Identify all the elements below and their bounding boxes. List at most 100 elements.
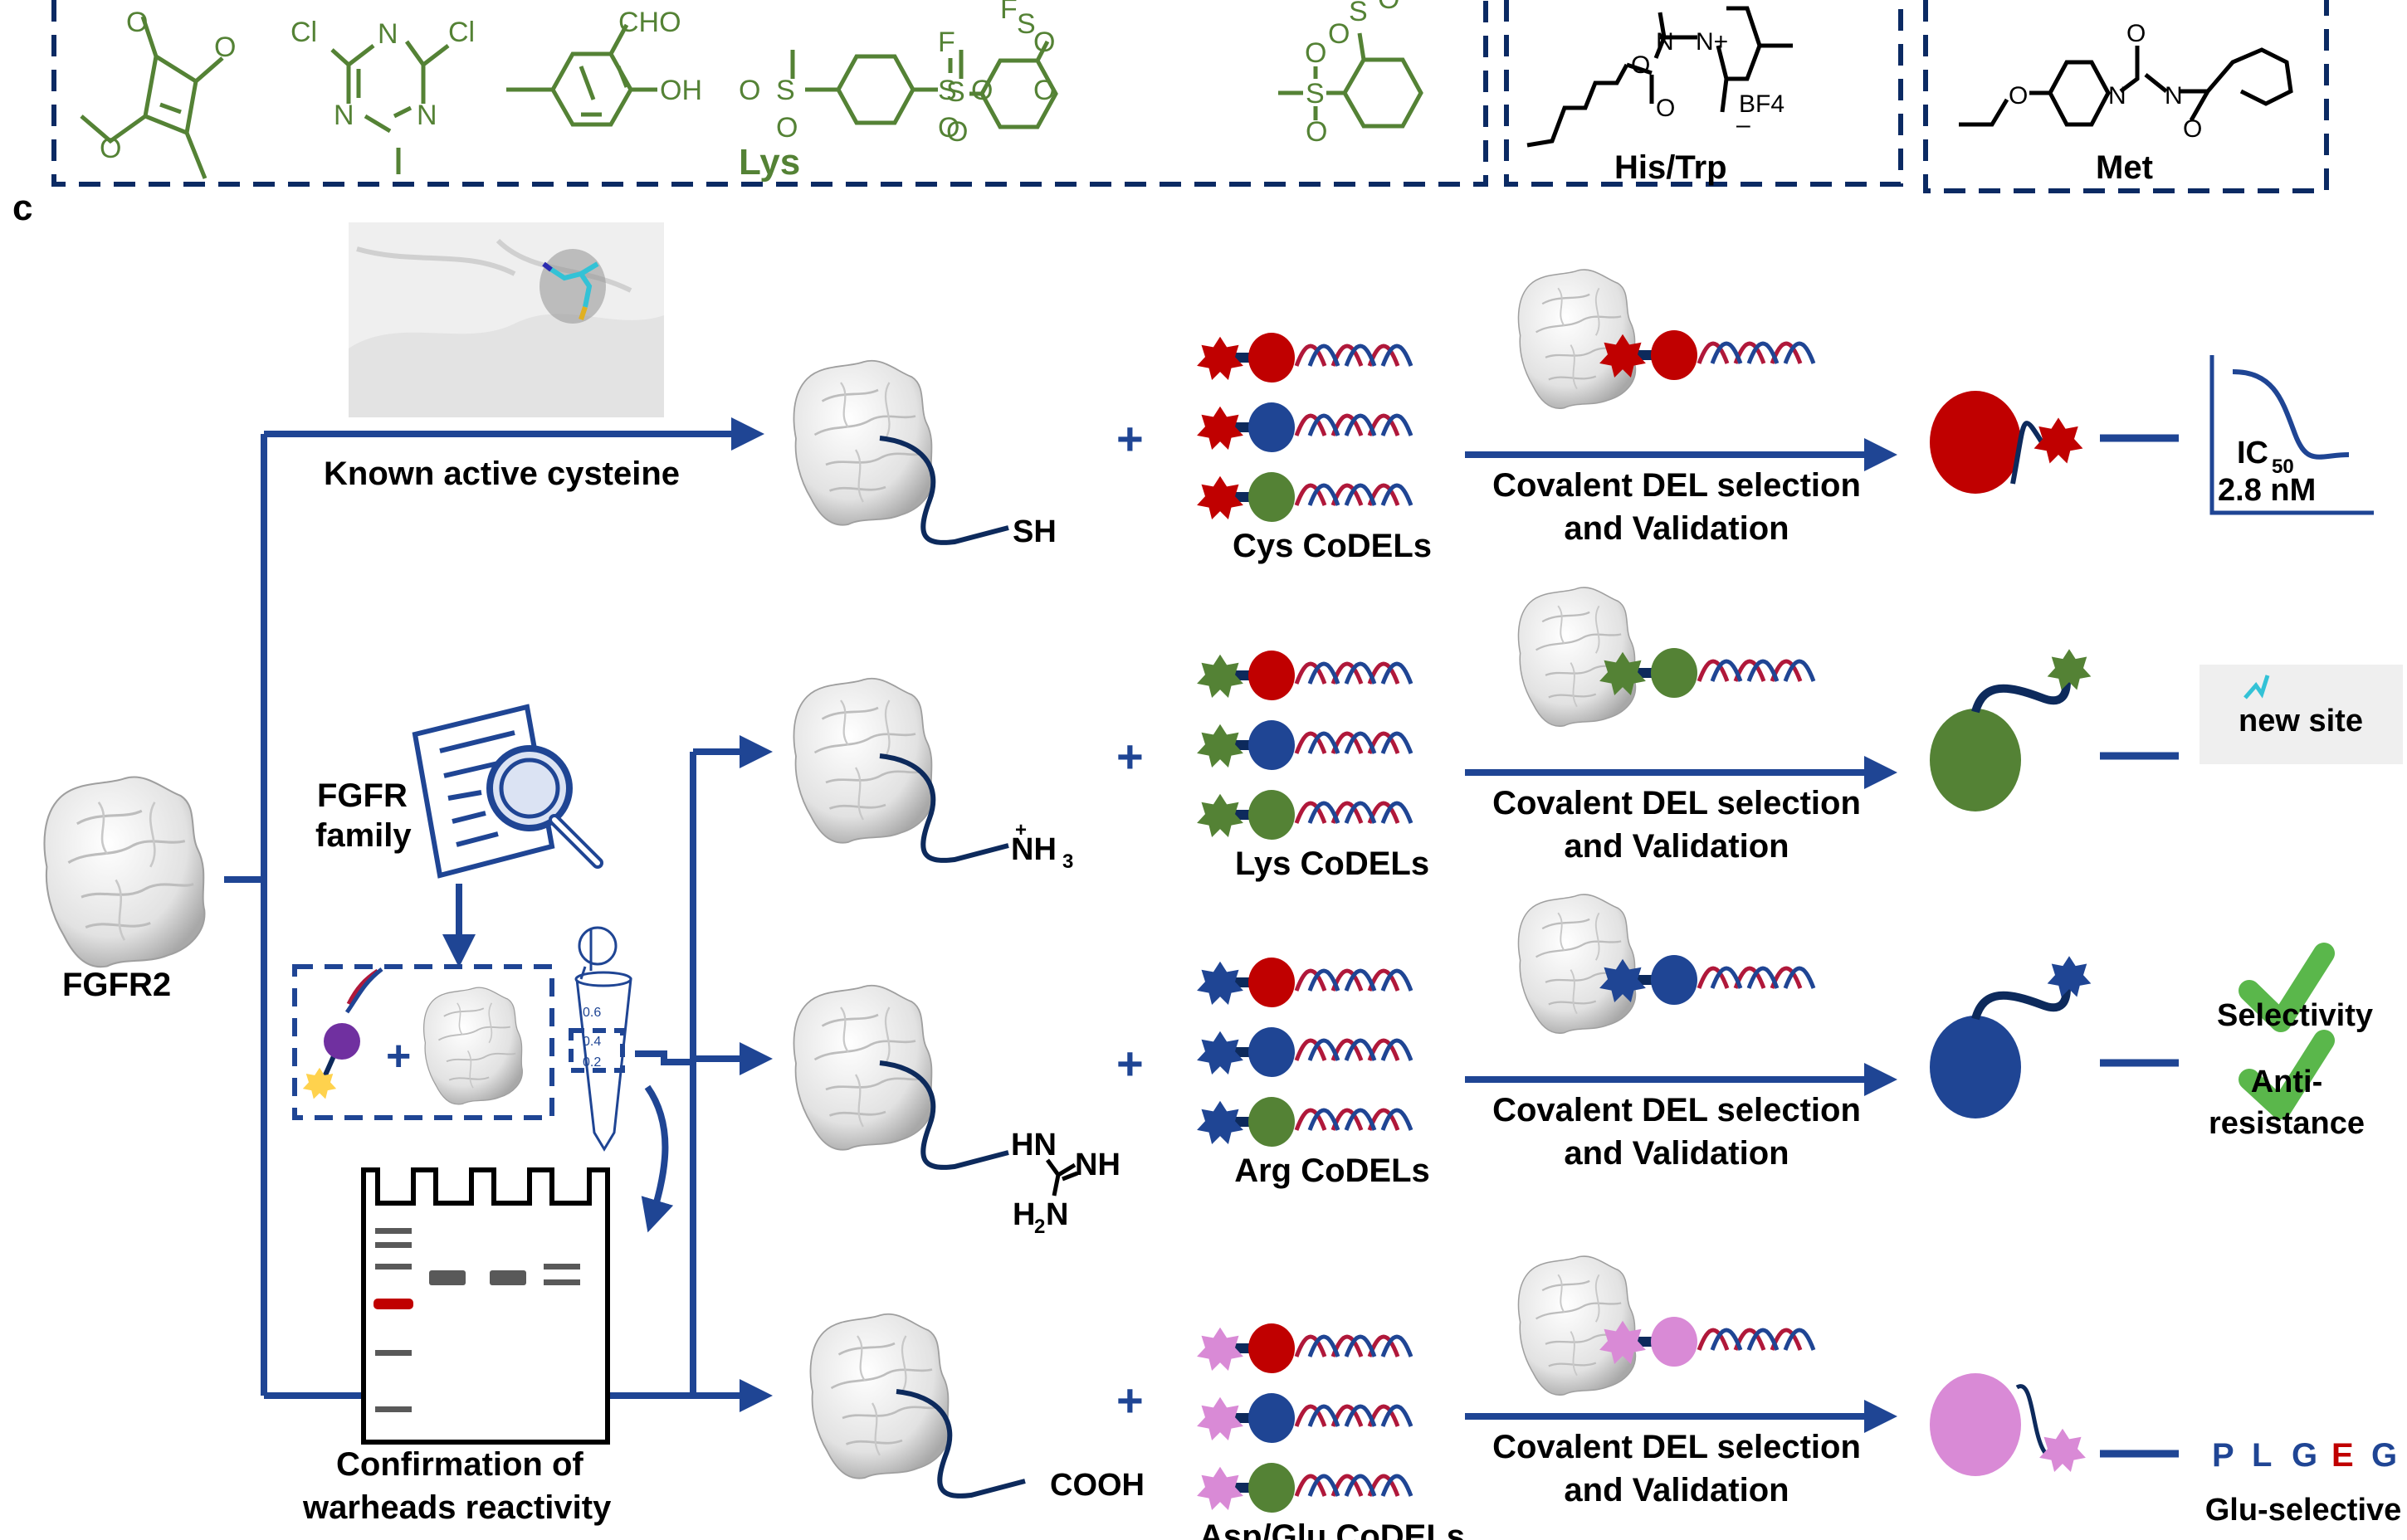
atom-label: O <box>2009 82 2028 110</box>
sample-band <box>490 1270 526 1285</box>
codel-library-member <box>1599 330 1816 380</box>
warhead-star-icon <box>1197 793 1243 837</box>
met-warhead-box <box>1923 0 2329 193</box>
hit-warhead-star <box>2034 417 2083 464</box>
probe-core <box>324 1023 360 1060</box>
selection-label-line1: Covalent DEL selection <box>1492 785 1861 821</box>
atom-label: O <box>1328 18 1350 50</box>
atom-label: S <box>1306 78 1325 110</box>
cooh-label: COOH <box>1050 1468 1145 1503</box>
dna-barcode <box>1294 1108 1413 1131</box>
target-protein-image <box>793 677 934 845</box>
atom-label: N <box>417 100 437 131</box>
dna-strand-blue <box>1307 1474 1413 1497</box>
atom-label: CHO <box>618 7 681 38</box>
target-protein-image <box>809 1313 950 1480</box>
dna-barcode <box>1294 483 1413 506</box>
codel-library-member <box>1599 955 1816 1005</box>
atom-label: O <box>1306 116 1327 148</box>
selectivity-label: Selectivity <box>2217 998 2373 1033</box>
codel-library <box>1197 651 1413 840</box>
residue-side-chain <box>879 436 1009 545</box>
dna-strand-blue <box>1307 801 1413 824</box>
dna-barcode <box>1294 1404 1413 1427</box>
residue-side-chain <box>879 1060 1009 1170</box>
dna-strand-blue <box>1710 1328 1816 1351</box>
atom-label: O <box>1631 51 1650 79</box>
dna-strand-blue <box>1307 731 1413 754</box>
dna-barcode <box>1294 731 1413 754</box>
codel-library <box>1197 333 1413 522</box>
dna-strand-blue <box>1710 341 1816 364</box>
meta-sulfonyl-fluoride-structure: O S O F S O <box>946 0 1058 148</box>
atom-label: O <box>2126 20 2146 47</box>
selection-label-line2: and Validation <box>1564 1472 1789 1508</box>
hit-core <box>1930 1016 2021 1118</box>
atom-label: O <box>1378 0 1399 15</box>
fgfr-family-label-line1: FGFR <box>317 777 408 814</box>
atom-label: S <box>1349 0 1368 27</box>
building-block-core <box>1651 955 1697 1005</box>
codel-library <box>1197 1323 1413 1513</box>
atom-label: F <box>1000 0 1018 25</box>
codel-library-member <box>1599 1317 1816 1367</box>
sequence-residue: G <box>2371 1437 2397 1474</box>
tube-mark: 0.6 <box>583 1006 601 1020</box>
dna-strand-blue <box>1307 968 1413 992</box>
ic50-label: IC <box>2237 436 2268 470</box>
resistance-label: resistance <box>2209 1106 2365 1141</box>
plus-sign: + <box>386 1032 411 1080</box>
hit-compound <box>1930 391 2083 494</box>
building-block-core <box>1248 958 1295 1007</box>
library-label: Arg CoDELs <box>1234 1153 1430 1189</box>
building-block-core <box>1651 648 1697 698</box>
dna-barcode <box>1697 659 1816 682</box>
atom-label: O <box>1656 95 1675 122</box>
outcome-site: new site <box>2200 665 2403 764</box>
atom-label: O <box>938 112 959 144</box>
selection-label-line1: Covalent DEL selection <box>1492 1092 1861 1128</box>
ic50-value: 2.8 nM <box>2218 473 2316 508</box>
fgfr2-protein-image <box>42 775 206 968</box>
subscript-label: 3 <box>1062 850 1073 873</box>
warhead-star-icon <box>1197 406 1243 450</box>
dna-barcode <box>1294 413 1413 436</box>
atom-label: O <box>2183 115 2202 143</box>
warhead-structure-panel: O O O Cl N Cl N N CHO OH O S O F <box>51 0 2329 193</box>
building-block-core <box>1248 790 1295 840</box>
probe-molecule <box>302 967 383 1099</box>
atom-label: Cl <box>290 17 317 48</box>
building-block-core <box>1248 720 1295 770</box>
hit-linker <box>2010 421 2044 485</box>
hit-core <box>1930 391 2021 494</box>
selection-protein-image <box>1517 1255 1637 1396</box>
dna-strand-blue <box>1307 413 1413 436</box>
building-block-core <box>1651 1317 1697 1367</box>
codel-library-member <box>1197 1097 1413 1147</box>
dna-strand-blue <box>1307 344 1413 367</box>
atom-label: O <box>1033 75 1055 106</box>
sample-band <box>544 1279 580 1285</box>
sample-band <box>544 1264 580 1270</box>
para-sulfonyl-fluoride-structure: O S O F S O O <box>739 27 993 144</box>
warhead-star-icon <box>1197 961 1243 1005</box>
hit-core <box>1930 709 2021 811</box>
atom-label: S <box>938 75 957 106</box>
guanidine-n: N <box>1046 1197 1068 1232</box>
hit-linker <box>1971 987 2071 1021</box>
dna-strand-blue <box>1307 1334 1413 1357</box>
curved-arrow-to-gel <box>641 1084 674 1233</box>
squaric-ester-structure: O O O <box>80 7 236 179</box>
codel-library-member <box>1197 720 1413 770</box>
hit-linker <box>1971 680 2071 714</box>
selection-label-line1: Covalent DEL selection <box>1492 467 1861 504</box>
building-block-core <box>1248 651 1295 700</box>
hit-compound <box>1930 956 2092 1118</box>
ladder-band <box>375 1242 412 1248</box>
